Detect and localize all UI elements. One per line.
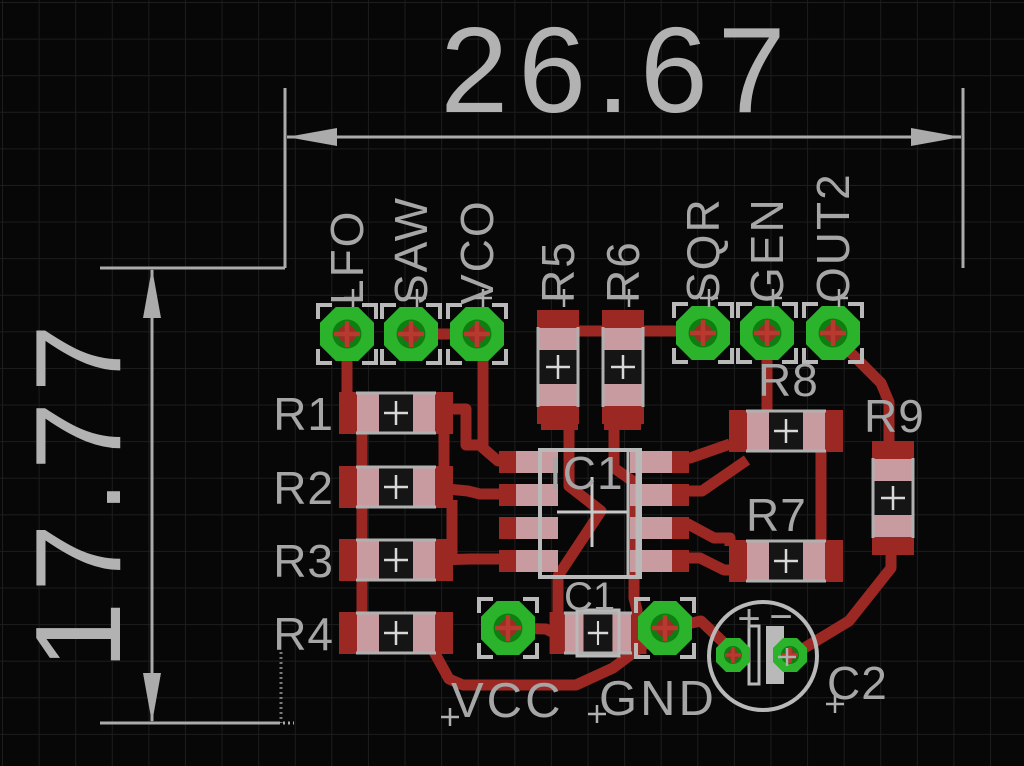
resistor-r2-footprint[interactable] [337, 464, 455, 510]
resistor-r1-footprint[interactable] [337, 390, 455, 436]
ic1-origin-cross [557, 477, 627, 547]
labels: LFO SAW VCO R5 R6 SQR GEN OUT2 R1 R2 R3 … [273, 172, 925, 728]
label-c1: C1 [564, 575, 615, 619]
c2-plus-mark: + [737, 597, 760, 641]
label-gen: GEN [741, 197, 793, 303]
label-r7: R7 [746, 489, 807, 541]
pad-saw[interactable] [384, 307, 438, 361]
resistor-r9-footprint[interactable] [870, 439, 916, 557]
ic1-silkscreen-outline [538, 448, 642, 579]
label-vcc: VCC [451, 674, 563, 728]
c2-silkscreen-circle [707, 600, 819, 712]
trace-out2-r9 [830, 332, 895, 444]
label-r1: R1 [273, 388, 334, 440]
label-r4: R4 [273, 608, 334, 660]
pad-vcc[interactable] [481, 601, 535, 655]
pad-vco[interactable] [450, 307, 504, 361]
label-out2: OUT2 [807, 172, 859, 303]
smd-footprints[interactable] [337, 308, 916, 658]
label-r2: R2 [273, 462, 334, 514]
resistor-r7-footprint[interactable] [727, 538, 845, 584]
dim-v-arrow-top [143, 268, 161, 318]
pad-out2[interactable] [806, 306, 860, 360]
label-lfo: LFO [321, 210, 373, 305]
resistor-r4-footprint[interactable] [337, 610, 455, 656]
label-r8: R8 [758, 354, 819, 406]
resistor-r6-footprint[interactable] [600, 308, 646, 426]
pad-sqr[interactable] [676, 306, 730, 360]
dimension-width-value: 26.67 [440, 2, 795, 138]
dim-v-arrow-bottom [143, 673, 161, 723]
dimension-height-value: 17.77 [10, 314, 146, 669]
dimension-vertical[interactable] [100, 266, 294, 725]
pad-c2-minus[interactable] [771, 636, 809, 674]
label-c2: C2 [827, 657, 888, 709]
label-sqr: SQR [677, 197, 729, 303]
label-r5: R5 [532, 240, 584, 303]
label-r6: R6 [597, 240, 649, 303]
resistor-r3-footprint[interactable] [337, 537, 455, 583]
c1-silkscreen-box [575, 608, 621, 658]
dim-h-arrow-left [287, 128, 337, 146]
c2-minus-mark: − [769, 595, 792, 639]
trace-r1-ic [441, 403, 483, 451]
label-r3: R3 [273, 535, 334, 587]
pad-gen[interactable] [740, 306, 794, 360]
ic1-pads[interactable] [499, 451, 689, 572]
label-gnd: GND [599, 672, 717, 726]
resistor-r8-footprint[interactable] [727, 408, 845, 454]
label-r9: R9 [864, 390, 925, 442]
resistor-r5-footprint[interactable] [535, 308, 581, 426]
pad-gnd[interactable] [638, 601, 692, 655]
dimension-horizontal[interactable] [283, 88, 965, 268]
label-vco: VCO [451, 199, 503, 305]
label-ic1: IC1 [549, 447, 624, 499]
dim-h-arrow-right [911, 128, 961, 146]
label-saw: SAW [385, 196, 437, 305]
pad-lfo[interactable] [320, 307, 374, 361]
ic1-footprint[interactable] [499, 448, 689, 579]
capacitor-c2-footprint[interactable] [707, 600, 819, 712]
pad-c2-plus[interactable] [714, 636, 752, 674]
ic1-body-edge-lines [626, 452, 639, 575]
